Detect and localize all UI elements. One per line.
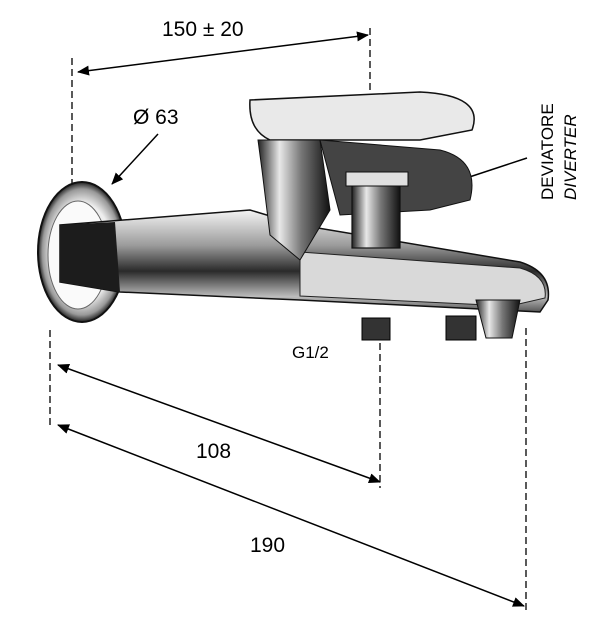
diverter-knob bbox=[351, 177, 401, 249]
dim-line-190 bbox=[57, 424, 525, 607]
dim-line-108 bbox=[57, 364, 381, 483]
dim-label-diameter: Ø 63 bbox=[133, 106, 179, 129]
leader-rosette bbox=[111, 133, 159, 185]
lever-handle bbox=[249, 91, 475, 141]
faucet-illustration bbox=[37, 91, 550, 341]
dim-line-150 bbox=[77, 31, 369, 76]
thread-label: G1/2 bbox=[292, 343, 329, 362]
diverter-label-it: DEVIATORE bbox=[538, 103, 557, 200]
dim-label-150: 150 ± 20 bbox=[162, 18, 244, 41]
spout bbox=[299, 251, 546, 307]
diverter-label-en: DIVERTER bbox=[561, 114, 580, 200]
dim-label-108: 108 bbox=[196, 440, 231, 463]
dim-label-190: 190 bbox=[250, 534, 285, 557]
